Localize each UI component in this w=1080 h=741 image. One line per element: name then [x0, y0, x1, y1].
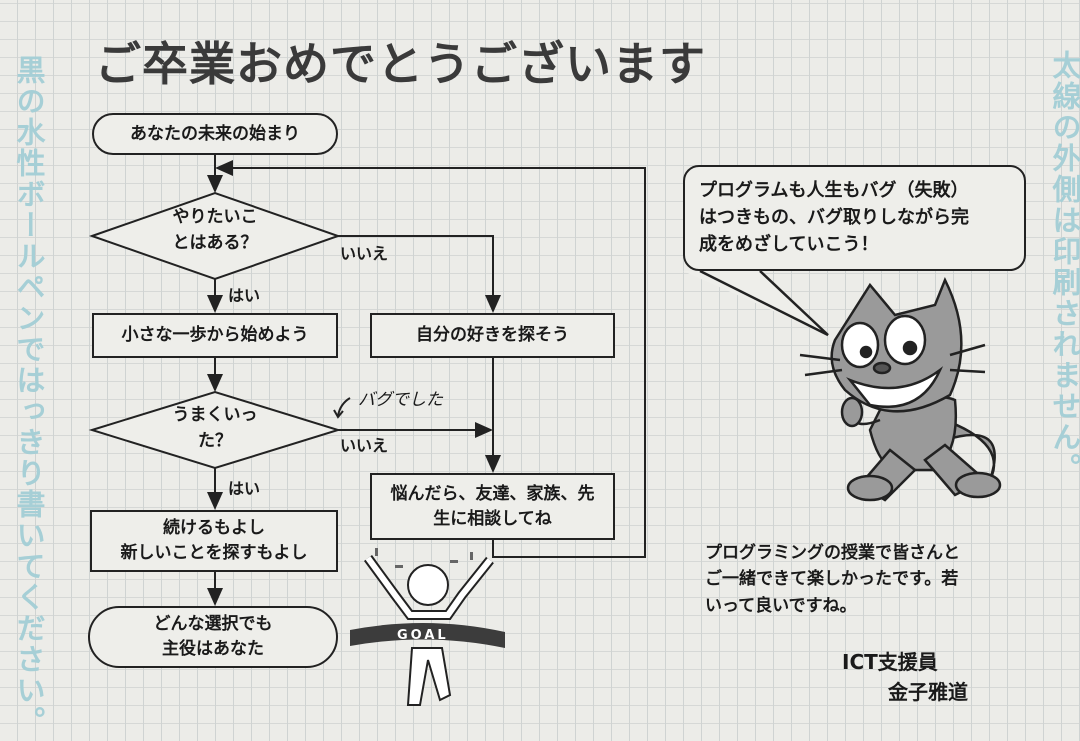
end-line2: 主役はあなた [162, 639, 264, 659]
decision-1-line2: とはある？ [172, 232, 258, 253]
message-line1: プログラミングの授業で皆さんと [705, 543, 960, 563]
yes-label-1: はい [228, 286, 261, 305]
bubble-line1: プログラムも人生もバグ（失敗） [699, 180, 969, 201]
start-label: あなたの未来の始まり [130, 123, 300, 144]
scratch-cat-illustration [683, 269, 1002, 502]
farewell-message: プログラミングの授業で皆さんと ご一緒できて楽しかったです。若 いって良いですね… [705, 540, 1025, 619]
decision-2-line2: た？ [198, 430, 232, 451]
start-terminal: あなたの未来の始まり [92, 113, 338, 155]
end-terminal: どんな選択でも主役はあなた [88, 606, 338, 668]
no-label-1: いいえ [340, 244, 389, 263]
decision-1-label: やりたいことはある？ [140, 205, 290, 256]
consult-line2: 生に相談してね [433, 508, 552, 529]
bubble-line2: はつきもの、バグ取りしながら完 [699, 207, 969, 228]
signature-role: ICT支援員 [842, 650, 938, 674]
consult-box: 悩んだら、友達、家族、先生に相談してね [370, 473, 615, 540]
find-like-box: 自分の好きを探そう [370, 313, 615, 358]
find-like-label: 自分の好きを探そう [416, 325, 569, 346]
decision-2-label: うまくいった？ [140, 403, 290, 454]
goal-runner-illustration [350, 548, 505, 706]
decision-1-line1: やりたいこ [172, 207, 258, 227]
consult-line1: 悩んだら、友達、家族、先 [390, 483, 595, 504]
goal-tape-label: GOAL [397, 628, 449, 643]
continue-line2: 新しいことを探すもよし [120, 543, 308, 563]
side-note-right: 太線の外側は印刷されません。 [1048, 50, 1080, 484]
signature-name: 金子雅道 [888, 680, 968, 704]
message-line2: ご一緒できて楽しかったです。若 [705, 569, 959, 590]
yes-label-2: はい [228, 479, 261, 498]
end-line1: どんな選択でも [153, 614, 273, 635]
side-note-left: 黒の水性ボールペンではっきり書いてください。 [12, 55, 46, 737]
speech-bubble: プログラムも人生もバグ（失敗） はつきもの、バグ取りしながら完 成をめざしていこ… [683, 165, 1026, 271]
no-label-2: いいえ [340, 436, 389, 455]
handwritten-note: バグでした [358, 390, 443, 410]
small-step-label: 小さな一歩から始めよう [121, 325, 309, 346]
decision-2-line1: うまくいっ [172, 405, 258, 425]
page-title: ご卒業おめでとうございます [95, 37, 706, 91]
continue-box: 続けるもよし新しいことを探すもよし [90, 510, 338, 572]
message-line3: いって良いですね。 [705, 595, 857, 616]
bubble-line3: 成をめざしていこう！ [699, 234, 879, 255]
small-step-box: 小さな一歩から始めよう [92, 313, 338, 358]
continue-line1: 続けるもよし [163, 518, 265, 539]
